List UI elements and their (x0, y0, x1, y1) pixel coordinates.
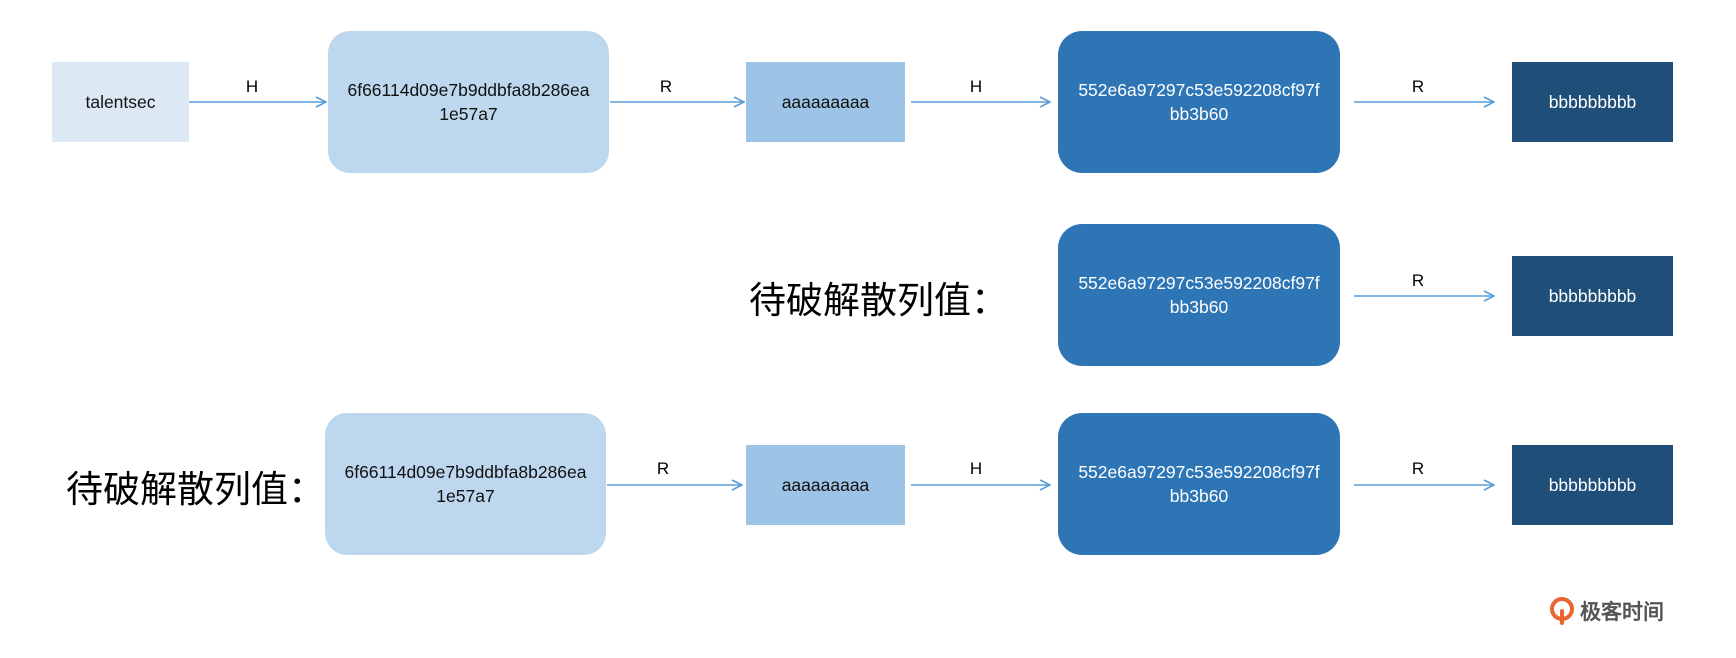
row3-hash1-node: 6f66114d09e7b9ddbfa8b286ea1e57a7 (325, 413, 606, 555)
geektime-watermark: 极客时间 (1550, 596, 1664, 626)
row1-plaintext-node: talentsec (52, 62, 189, 142)
row1-edge-label-r1: R (659, 77, 673, 96)
row2-reduce2-node: bbbbbbbbb (1512, 256, 1673, 336)
row3-reduce2-node: bbbbbbbbb (1512, 445, 1673, 525)
row1-edge-label-r2: R (1411, 77, 1425, 96)
geektime-logo-icon (1550, 597, 1574, 625)
row1-edge-label-h2: H (969, 77, 983, 96)
row1-hash1-node: 6f66114d09e7b9ddbfa8b286ea1e57a7 (328, 31, 609, 173)
row1-reduce1-node: aaaaaaaaa (746, 62, 905, 142)
row3-edge-label-r1: R (656, 459, 670, 478)
row1-edge-label-h1: H (245, 77, 259, 96)
row3-edge-label-r2: R (1411, 459, 1425, 478)
row2-edge-label-r2: R (1411, 271, 1425, 290)
row1-reduce2-node: bbbbbbbbb (1512, 62, 1673, 142)
row3-pending-hash-label: 待破解散列值： (66, 468, 325, 511)
geektime-brand-text: 极客时间 (1580, 600, 1664, 624)
row2-hash2-node: 552e6a97297c53e592208cf97fbb3b60 (1058, 224, 1340, 366)
row2-pending-hash-label: 待破解散列值： (749, 279, 1008, 322)
row1-hash2-node: 552e6a97297c53e592208cf97fbb3b60 (1058, 31, 1340, 173)
row3-hash2-node: 552e6a97297c53e592208cf97fbb3b60 (1058, 413, 1340, 555)
row3-reduce1-node: aaaaaaaaa (746, 445, 905, 525)
row3-edge-label-h2: H (969, 459, 983, 478)
